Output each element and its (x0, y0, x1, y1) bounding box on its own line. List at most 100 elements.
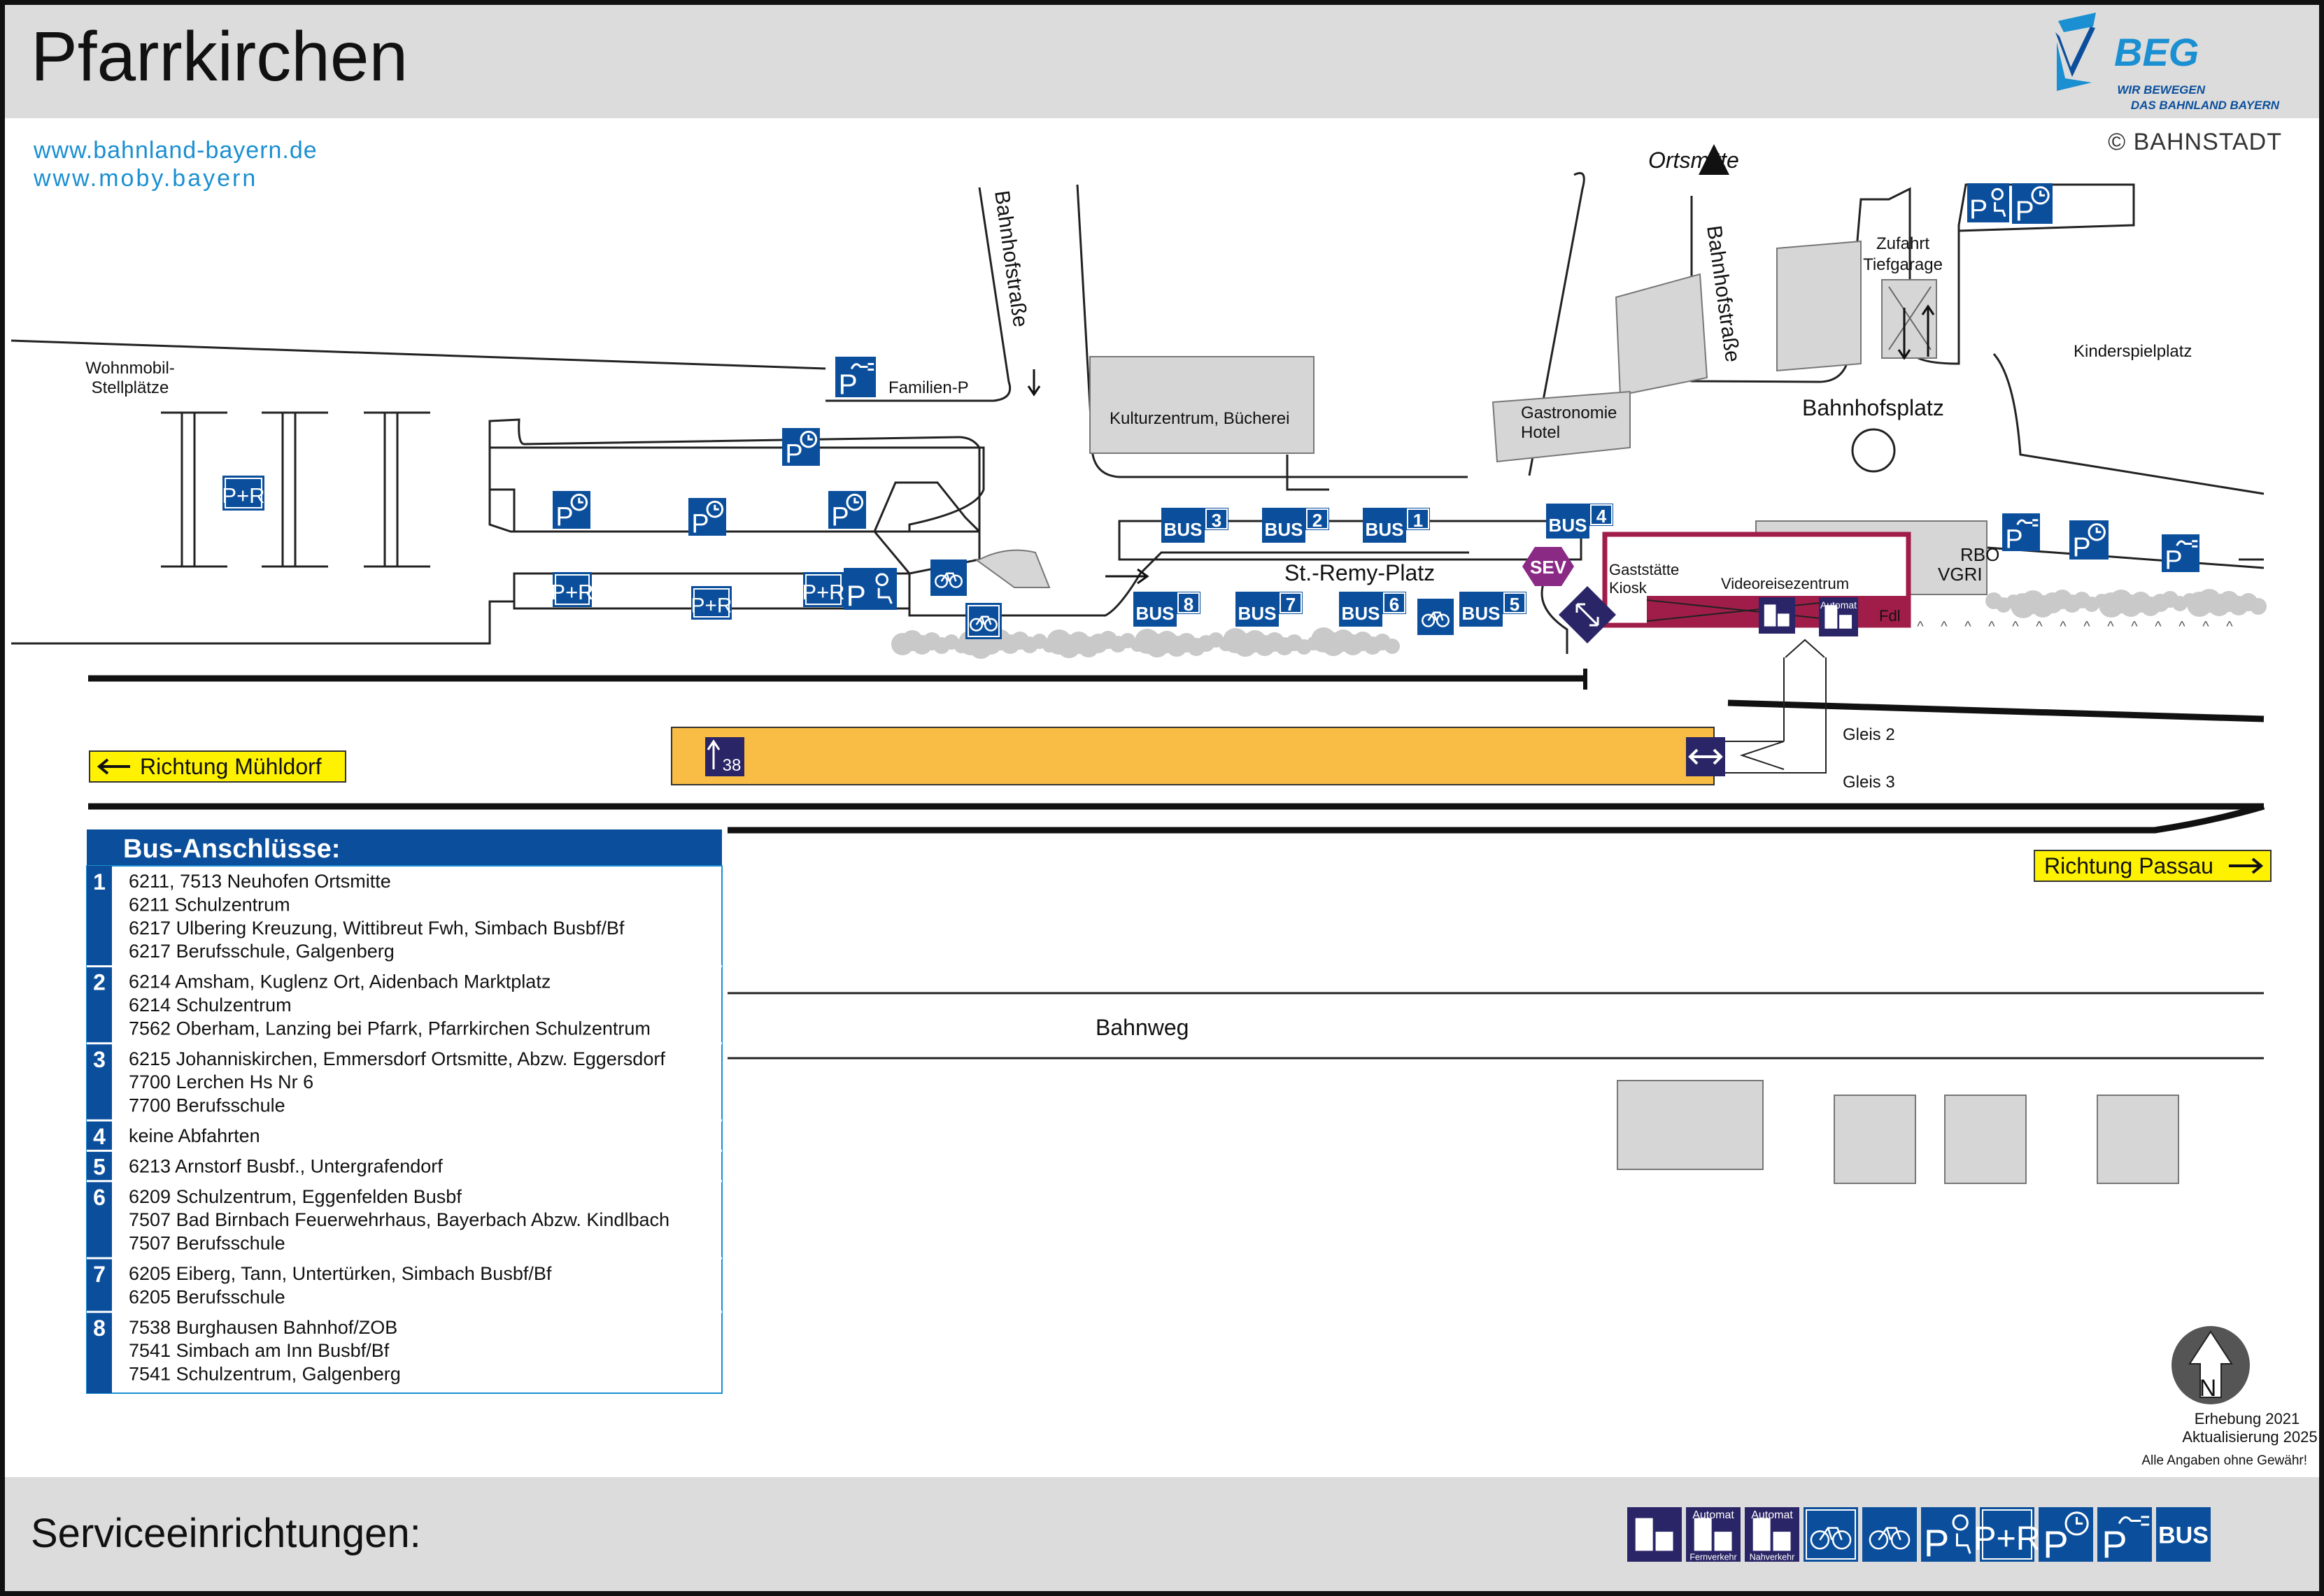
bus-text: BUS (1549, 515, 1587, 536)
p-letter: P (2015, 194, 2034, 227)
bus-text: BUS (1136, 603, 1175, 624)
building (1776, 240, 1862, 372)
bus-icon: BUS (2156, 1507, 2211, 1562)
disabled-parking-icon: P (1921, 1507, 1976, 1565)
pr-text: P+R (222, 483, 264, 508)
bike-icon (1862, 1507, 1917, 1562)
short-term-parking-icon: P (2012, 183, 2053, 227)
bus-table-line: 6215 Johanniskirchen, Emmersdorf Ortsmit… (129, 1048, 665, 1069)
bus-table-line: 6205 Eiberg, Tann, Untertürken, Simbach … (129, 1263, 552, 1284)
bus-table-line: 7541 Simbach am Inn Busbf/Bf (129, 1340, 390, 1361)
richtung-passau-sign-text: Richtung Passau (2044, 853, 2213, 878)
park-and-ride-icon: P+R (222, 476, 265, 511)
bus-table-stop-number: 8 (93, 1316, 106, 1341)
bus-text: BUS (1366, 519, 1404, 540)
bus-table-stop-number: 6 (93, 1185, 106, 1210)
bus-table-line: 6217 Ulbering Kreuzung, Wittibreut Fwh, … (129, 918, 625, 939)
bahnhofstrasse-label: Bahnhofstraße (1702, 224, 1744, 363)
svg-text:^: ^ (1941, 619, 1948, 634)
p-letter: P (846, 579, 866, 612)
bus-table-line: 6211, 7513 Neuhofen Ortsmitte (129, 871, 391, 892)
building (1944, 1095, 2027, 1184)
p-letter: P (2043, 1523, 2068, 1566)
page-title: Pfarrkirchen (31, 17, 408, 96)
pr-text: P+R (1974, 1520, 2040, 1558)
bus-stop-number: 1 (1413, 510, 1423, 531)
bike-parking-icon (965, 603, 1002, 639)
bus-text: BUS (1265, 519, 1303, 540)
rbo-label: RBO (1960, 544, 1999, 565)
bus-stop-number: 2 (1312, 510, 1322, 531)
bus-table-stop-number: 4 (93, 1124, 106, 1149)
svg-text:^: ^ (2107, 619, 2114, 634)
bahnhofstrasse-label: Bahnhofstraße (990, 189, 1032, 328)
bus-table-line: 6213 Arnstorf Busbf., Untergrafendorf (129, 1155, 443, 1176)
link-bahnland-bayern[interactable]: www.bahnland-bayern.de (33, 137, 318, 164)
map-label: Tiefgarage (1863, 255, 1943, 274)
automat-text: Automat (1692, 1509, 1734, 1521)
ev-charging-parking-icon: P (2097, 1507, 2152, 1566)
p-letter: P (831, 503, 849, 532)
svg-text:^: ^ (2131, 619, 2138, 634)
bus-table-line: 6205 Berufsschule (129, 1286, 285, 1307)
bus-stop-number: 7 (1286, 594, 1296, 615)
map-label: Hotel (1521, 423, 1560, 442)
bahnhofsplatz-circle (1851, 428, 1896, 473)
park-and-ride-icon: P+R (691, 586, 732, 620)
ticket-machine-icon: Automat (1819, 597, 1858, 636)
copyright: © BAHNSTADT (2108, 129, 2282, 155)
link-moby-bayern[interactable]: www.moby.bayern (33, 165, 257, 192)
bus-table-line: 7507 Berufsschule (129, 1233, 285, 1254)
beg-slogan: DAS BAHNLAND BAYERN (2131, 99, 2280, 112)
vgri-label: VGRI (1938, 564, 1983, 585)
short-term-parking-icon: P (782, 428, 820, 469)
richtung-passau-sign: Richtung Passau (2034, 850, 2272, 882)
map-label: Aktualisierung 2025 (2182, 1428, 2317, 1446)
short-term-parking-icon: P (828, 491, 866, 532)
bus-table-line: 7507 Bad Birnbach Feuerwehrhaus, Bayerba… (129, 1209, 669, 1230)
tree-rows: ^^^^^^^^^^^^^^ (891, 589, 2267, 659)
short-term-parking-icon: P (553, 491, 590, 532)
map-label: Kiosk (1609, 579, 1648, 597)
ticket-sub: Nahverkehr (1750, 1553, 1794, 1562)
automat-text: Automat (1751, 1509, 1793, 1521)
building (1615, 273, 1708, 397)
bus-table-line: 6211 Schulzentrum (129, 894, 290, 915)
bus-table-line: 6209 Schulzentrum, Eggenfelden Busbf (129, 1186, 462, 1207)
platform: 38 (671, 727, 1725, 785)
svg-text:^: ^ (2012, 619, 2019, 634)
kulturzentrum-building (1089, 356, 1315, 454)
svg-text:^: ^ (2083, 619, 2090, 634)
bike-icon (1417, 599, 1454, 635)
richtung-muehldorf-sign: Richtung Mühldorf (89, 750, 346, 783)
short-term-parking-icon: P (2069, 520, 2109, 563)
bus-text: BUS (1462, 603, 1501, 624)
gastronomie-building (1492, 390, 1631, 463)
p-letter: P (2005, 525, 2022, 555)
map-label: Familien-P (888, 378, 969, 397)
gleis-2-label: Gleis 2 (1843, 725, 1895, 744)
ticket-machine-nahverkehr-icon: Nahverkehr Automat (1745, 1507, 1799, 1562)
park-and-ride-icon: P+R (802, 572, 845, 607)
p-letter: P (785, 440, 802, 469)
bus-table-line: 7700 Berufsschule (129, 1095, 285, 1116)
svg-text:^: ^ (2036, 619, 2043, 634)
bike-icon (930, 560, 967, 596)
bus-stop-7-sign: BUS 7 (1235, 592, 1303, 627)
bus-table-line: 6214 Amsham, Kuglenz Ort, Aidenbach Mark… (129, 971, 551, 992)
map-label: Stellplätze (92, 378, 169, 397)
map-label: Gastronomie (1521, 404, 1617, 422)
pr-text: P+R (691, 594, 732, 617)
bus-table-stop-number: 2 (93, 970, 106, 995)
bus-text: BUS (1238, 603, 1277, 624)
ev-charging-parking-icon: P (835, 357, 876, 400)
